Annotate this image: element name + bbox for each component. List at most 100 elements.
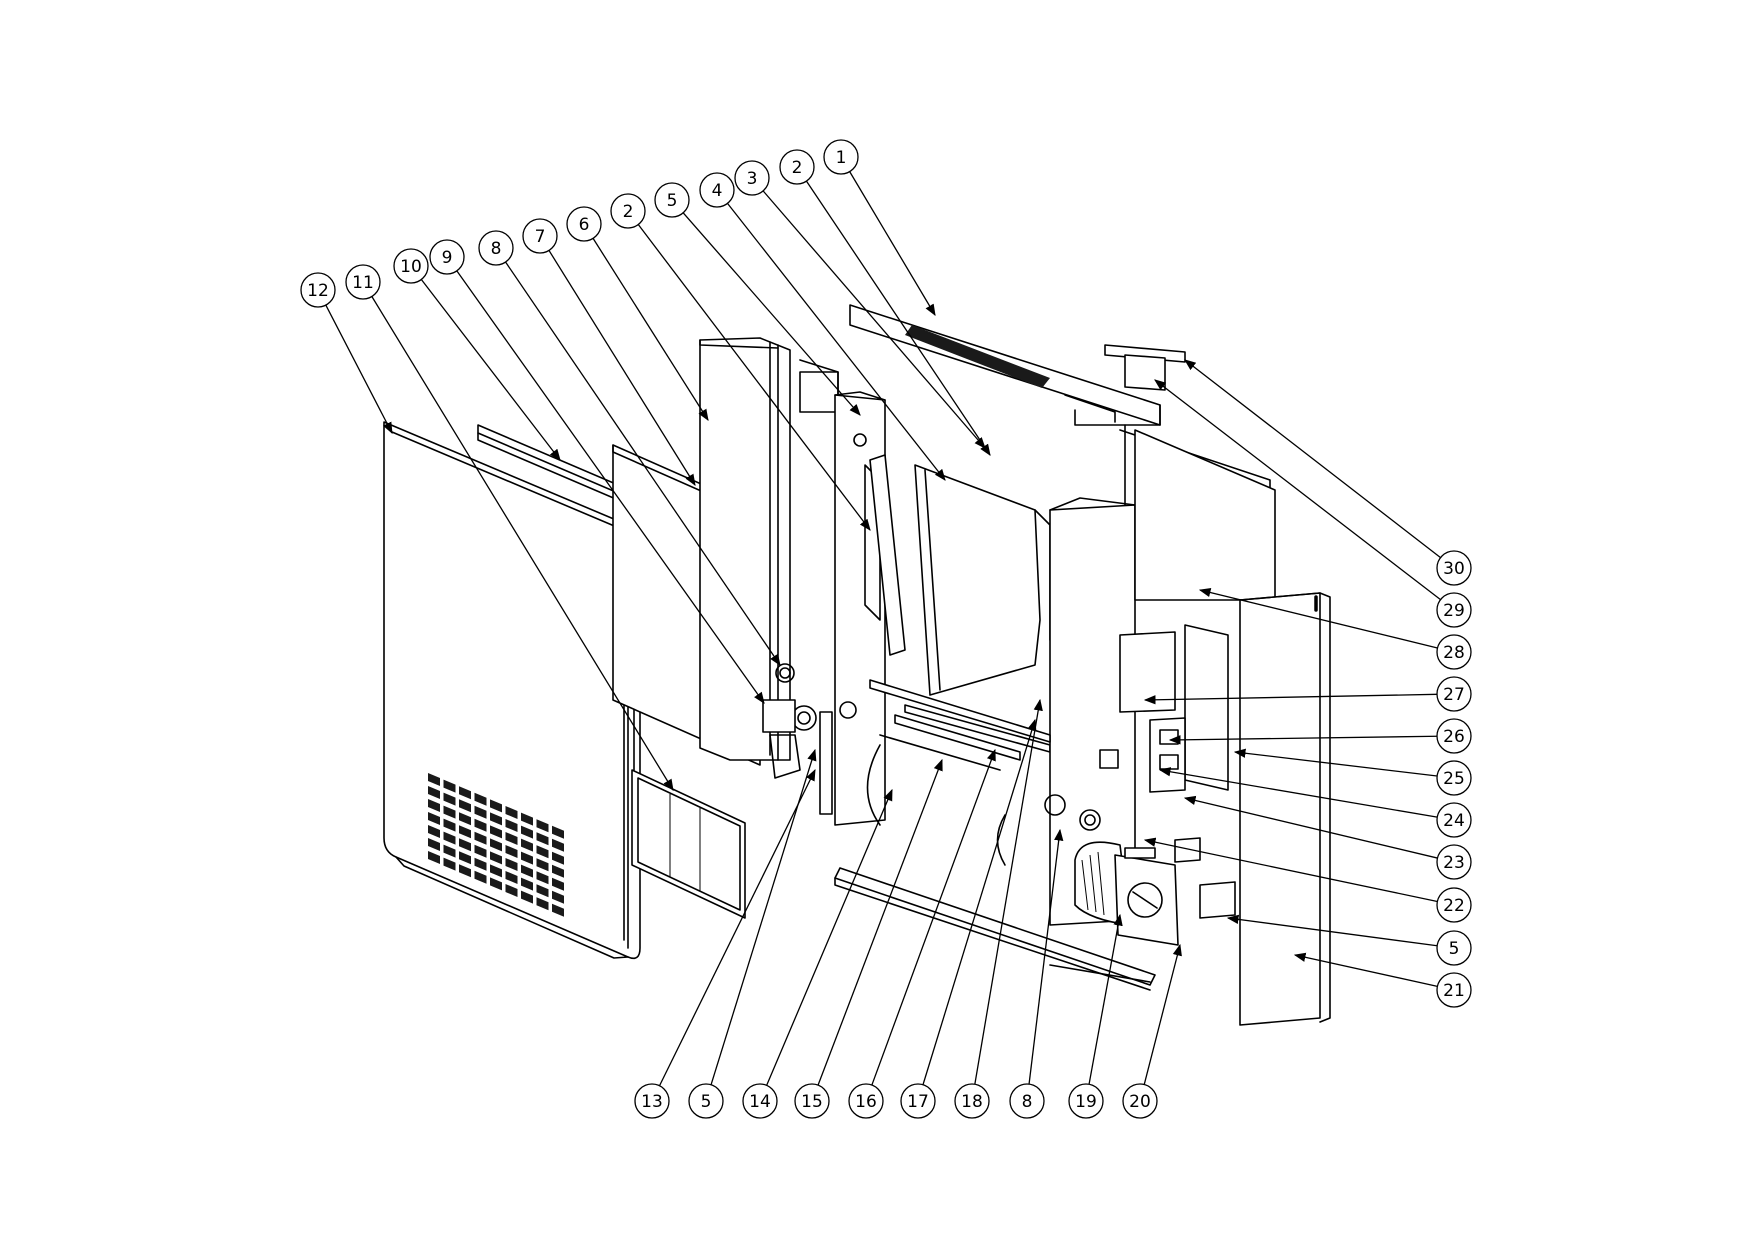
leader-line — [1198, 587, 1438, 649]
callout-circle — [900, 1083, 936, 1119]
callout-circle — [688, 1083, 724, 1119]
leader-line — [637, 224, 871, 531]
callout-number: 23 — [1443, 853, 1465, 873]
callout-circle — [954, 1083, 990, 1119]
leader-line — [817, 758, 943, 1086]
grille-slot — [443, 857, 456, 871]
callout-circle — [1436, 802, 1472, 838]
callout-bubble: 21 — [1436, 972, 1472, 1008]
callout-circle — [634, 1083, 670, 1119]
part-inner-chassis — [834, 391, 886, 826]
leader-line — [420, 279, 561, 461]
callout-number: 12 — [307, 281, 329, 301]
callout-circle — [734, 160, 770, 196]
grille-slot — [490, 812, 502, 826]
callout-circle — [610, 193, 646, 229]
callout-number: 17 — [907, 1092, 929, 1112]
grille-slot — [459, 786, 471, 800]
callout-bubble: 30 — [1436, 550, 1472, 586]
grille-slot — [428, 812, 440, 825]
leader-line — [974, 698, 1043, 1085]
grille-slot — [490, 799, 502, 813]
grille-slot — [474, 805, 487, 819]
callout-circle — [566, 206, 602, 242]
grille-slot — [552, 864, 564, 878]
callout-bubble: 15 — [794, 1083, 830, 1119]
callout-circle — [429, 239, 465, 275]
grille-slot — [505, 806, 518, 819]
callout-number: 8 — [491, 239, 502, 259]
leader-line — [922, 718, 1037, 1085]
callout-bubble: 16 — [848, 1083, 884, 1119]
callout-number: 5 — [1449, 939, 1460, 959]
callout-number: 30 — [1443, 559, 1465, 579]
leader-line — [371, 296, 674, 791]
leader-line — [456, 270, 765, 704]
grille-slot — [428, 825, 440, 838]
callout-bubble: 11 — [345, 264, 381, 300]
grille-slot — [474, 818, 487, 832]
callout-number: 9 — [442, 248, 453, 268]
grille-slot — [536, 832, 549, 846]
callout-bubble: 3 — [734, 160, 770, 196]
callout-bubble: 5 — [654, 182, 690, 218]
grille-slot — [428, 851, 440, 864]
callout-bubble: 14 — [742, 1083, 778, 1119]
leader-line — [325, 304, 393, 435]
leader-line — [505, 261, 781, 666]
grille-slot — [443, 805, 456, 819]
grille-slot — [521, 877, 533, 891]
callout-circle — [1436, 760, 1472, 796]
grille-slot — [459, 812, 471, 826]
grille-slot — [474, 792, 487, 806]
grille-slot — [459, 825, 471, 839]
callout-bubble: 12 — [300, 272, 336, 308]
grille-slot — [521, 812, 533, 826]
callout-bubble: 2 — [610, 193, 646, 229]
callout-circle — [1436, 887, 1472, 923]
grille-slot — [552, 890, 564, 904]
grille-slot — [505, 858, 518, 871]
grille-slot — [474, 870, 487, 884]
callout-bubble: 22 — [1436, 887, 1472, 923]
callout-number: 22 — [1443, 896, 1465, 916]
callout-bubble: 18 — [954, 1083, 990, 1119]
grille-slot — [505, 819, 518, 832]
callout-bubble: 10 — [393, 248, 429, 284]
callout-number: 8 — [1022, 1092, 1033, 1112]
leader-line — [1028, 828, 1064, 1085]
callout-circle — [794, 1083, 830, 1119]
callout-number: 3 — [747, 169, 758, 189]
callout-circle — [1436, 634, 1472, 670]
leader-line — [548, 250, 696, 486]
callout-bubble: 23 — [1436, 844, 1472, 880]
callout-number: 14 — [749, 1092, 771, 1112]
grille-slot — [521, 851, 533, 865]
leader-line — [1184, 359, 1441, 559]
grille-slot — [505, 845, 518, 858]
callout-number: 25 — [1443, 769, 1465, 789]
part-lower-channels — [866, 679, 1051, 866]
grille-slot — [552, 903, 564, 917]
grille-slot — [474, 857, 487, 871]
callout-circle — [1436, 718, 1472, 754]
callout-circle — [1436, 972, 1472, 1008]
part-left-side-panel — [699, 337, 839, 815]
callout-number: 2 — [623, 202, 634, 222]
grille-slot — [459, 838, 471, 852]
callout-bubble: 17 — [900, 1083, 936, 1119]
callout-bubble: 1 — [823, 139, 859, 175]
grille-slot — [552, 851, 564, 865]
callout-circle — [823, 139, 859, 175]
leader-line — [658, 768, 816, 1087]
grille-slot — [536, 858, 549, 872]
callout-number: 26 — [1443, 727, 1465, 747]
callout-number: 24 — [1443, 811, 1465, 831]
leader-line — [1168, 735, 1438, 745]
grille-slot — [428, 773, 440, 786]
grille-slot — [521, 825, 533, 839]
callout-bubble: 4 — [699, 172, 735, 208]
grille-slot — [443, 792, 456, 806]
grille-slot — [490, 851, 502, 865]
